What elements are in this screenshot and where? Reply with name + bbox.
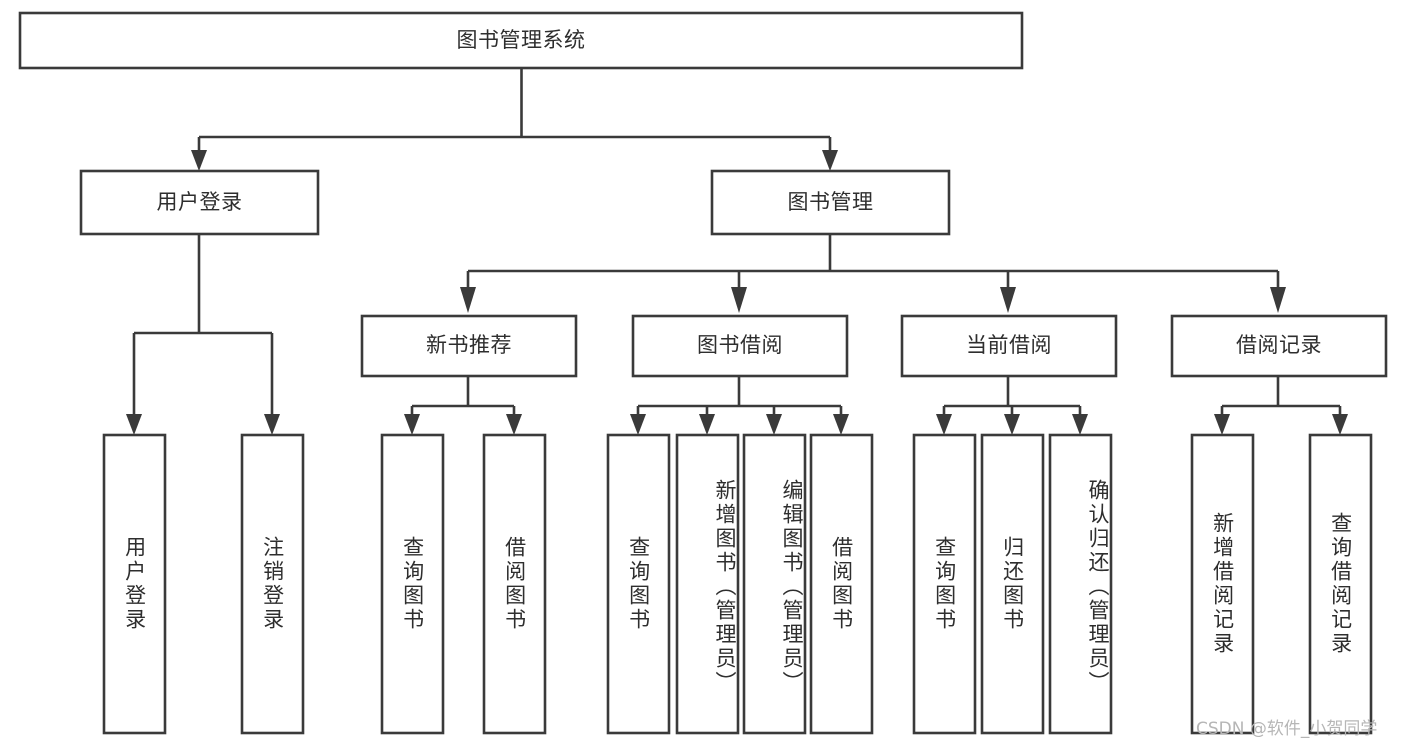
arrow-head-current [1000, 287, 1016, 313]
arrow-head-leaf-13 [1332, 414, 1348, 435]
node-box-leaf-3[interactable] [380, 433, 445, 735]
csdn-watermark: CSDN @软件_小贺同学 [1196, 719, 1378, 739]
arrow-head-leaf-5 [630, 414, 646, 435]
arrow-head-leaf-10 [1004, 414, 1020, 435]
node-box-newbook[interactable] [360, 314, 578, 378]
arrow-head-leaf-7 [766, 414, 782, 435]
arrow-head-leaf-12 [1214, 414, 1230, 435]
node-box-leaf-11[interactable] [1048, 433, 1113, 735]
arrow-head-leaf-4 [506, 414, 522, 435]
node-box-records[interactable] [1170, 314, 1388, 378]
node-box-leaf-2[interactable] [240, 433, 305, 735]
node-box-leaf-13[interactable] [1308, 433, 1373, 735]
node-box-leaf-7[interactable] [742, 433, 807, 735]
connector-layer [126, 68, 1348, 435]
node-box-leaf-6[interactable] [675, 433, 740, 735]
arrow-head-login [191, 150, 207, 171]
arrow-head-newbook [460, 287, 476, 313]
node-box-login[interactable] [79, 169, 320, 236]
arrow-head-leaf-6 [699, 414, 715, 435]
node-box-bookmgmt[interactable] [710, 169, 951, 236]
node-box-leaf-1[interactable] [102, 433, 167, 735]
node-box-borrow[interactable] [631, 314, 849, 378]
node-box-layer [18, 11, 1388, 735]
node-box-current[interactable] [900, 314, 1118, 378]
arrow-head-bookmgmt [822, 150, 838, 171]
node-box-leaf-4[interactable] [482, 433, 547, 735]
arrow-head-leaf-2 [264, 414, 280, 435]
node-box-leaf-5[interactable] [606, 433, 671, 735]
arrow-head-leaf-8 [833, 414, 849, 435]
node-box-leaf-10[interactable] [980, 433, 1045, 735]
node-box-leaf-9[interactable] [912, 433, 977, 735]
node-box-root[interactable] [18, 11, 1024, 70]
arrow-head-leaf-3 [404, 414, 420, 435]
arrow-head-leaf-11 [1072, 414, 1088, 435]
arrow-head-leaf-9 [936, 414, 952, 435]
arrow-head-leaf-1 [126, 414, 142, 435]
node-box-leaf-12[interactable] [1190, 433, 1255, 735]
node-box-leaf-8[interactable] [809, 433, 874, 735]
arrow-head-borrow [731, 287, 747, 313]
arrow-head-records [1270, 287, 1286, 313]
